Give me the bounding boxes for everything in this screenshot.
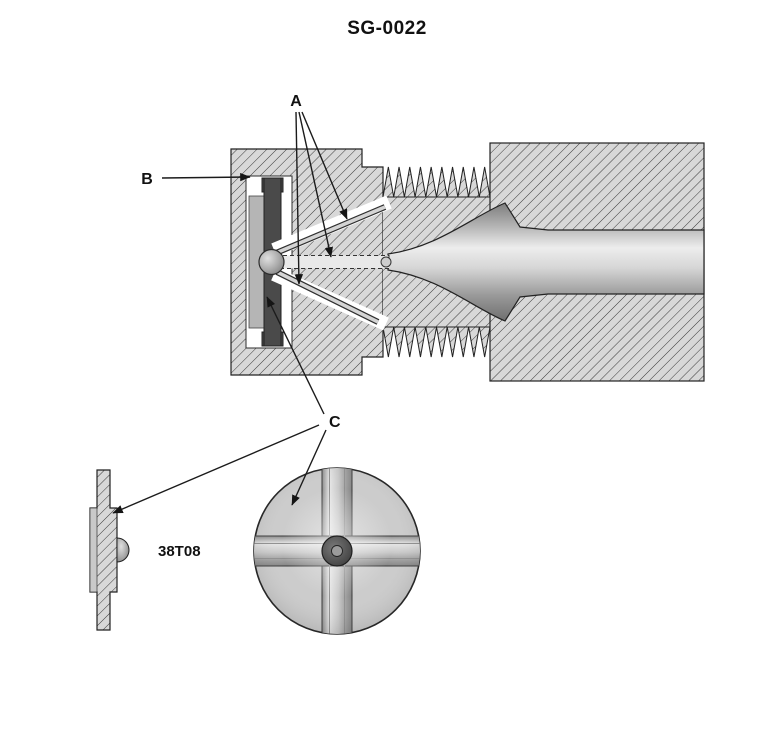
threads-top — [382, 166, 491, 198]
pin-middle-end — [380, 256, 392, 268]
main-assembly — [230, 142, 705, 382]
leader-c-to-assembly — [266, 296, 325, 415]
leader-b — [161, 172, 251, 182]
figure-title: SG-0022 — [347, 18, 427, 39]
leader-a-lower-pin — [294, 111, 304, 285]
threads-bottom — [382, 326, 491, 358]
bore-cavity — [387, 202, 705, 322]
callout-b-label: B — [141, 171, 153, 188]
leader-c-to-disc — [112, 424, 320, 514]
detail-contents — [254, 468, 420, 634]
disc-face-band — [89, 507, 98, 593]
leader-c-to-detail — [291, 429, 327, 506]
detail-ball-hole — [331, 545, 343, 557]
pin-channel-upper — [271, 195, 392, 257]
part-number-label: 38T08 — [158, 543, 201, 560]
leader-a-middle-pin — [298, 111, 333, 258]
leader-lines — [112, 111, 348, 514]
leader-a-upper-pin — [301, 111, 348, 220]
disc-side-view — [89, 469, 130, 631]
pin-upper — [275, 205, 386, 255]
disc-dome — [116, 537, 130, 563]
detail-view — [253, 467, 421, 635]
callout-a-label: A — [290, 93, 302, 110]
callout-c-label: C — [329, 414, 341, 431]
pin-lower — [276, 270, 379, 324]
poppet-ball — [258, 248, 285, 276]
